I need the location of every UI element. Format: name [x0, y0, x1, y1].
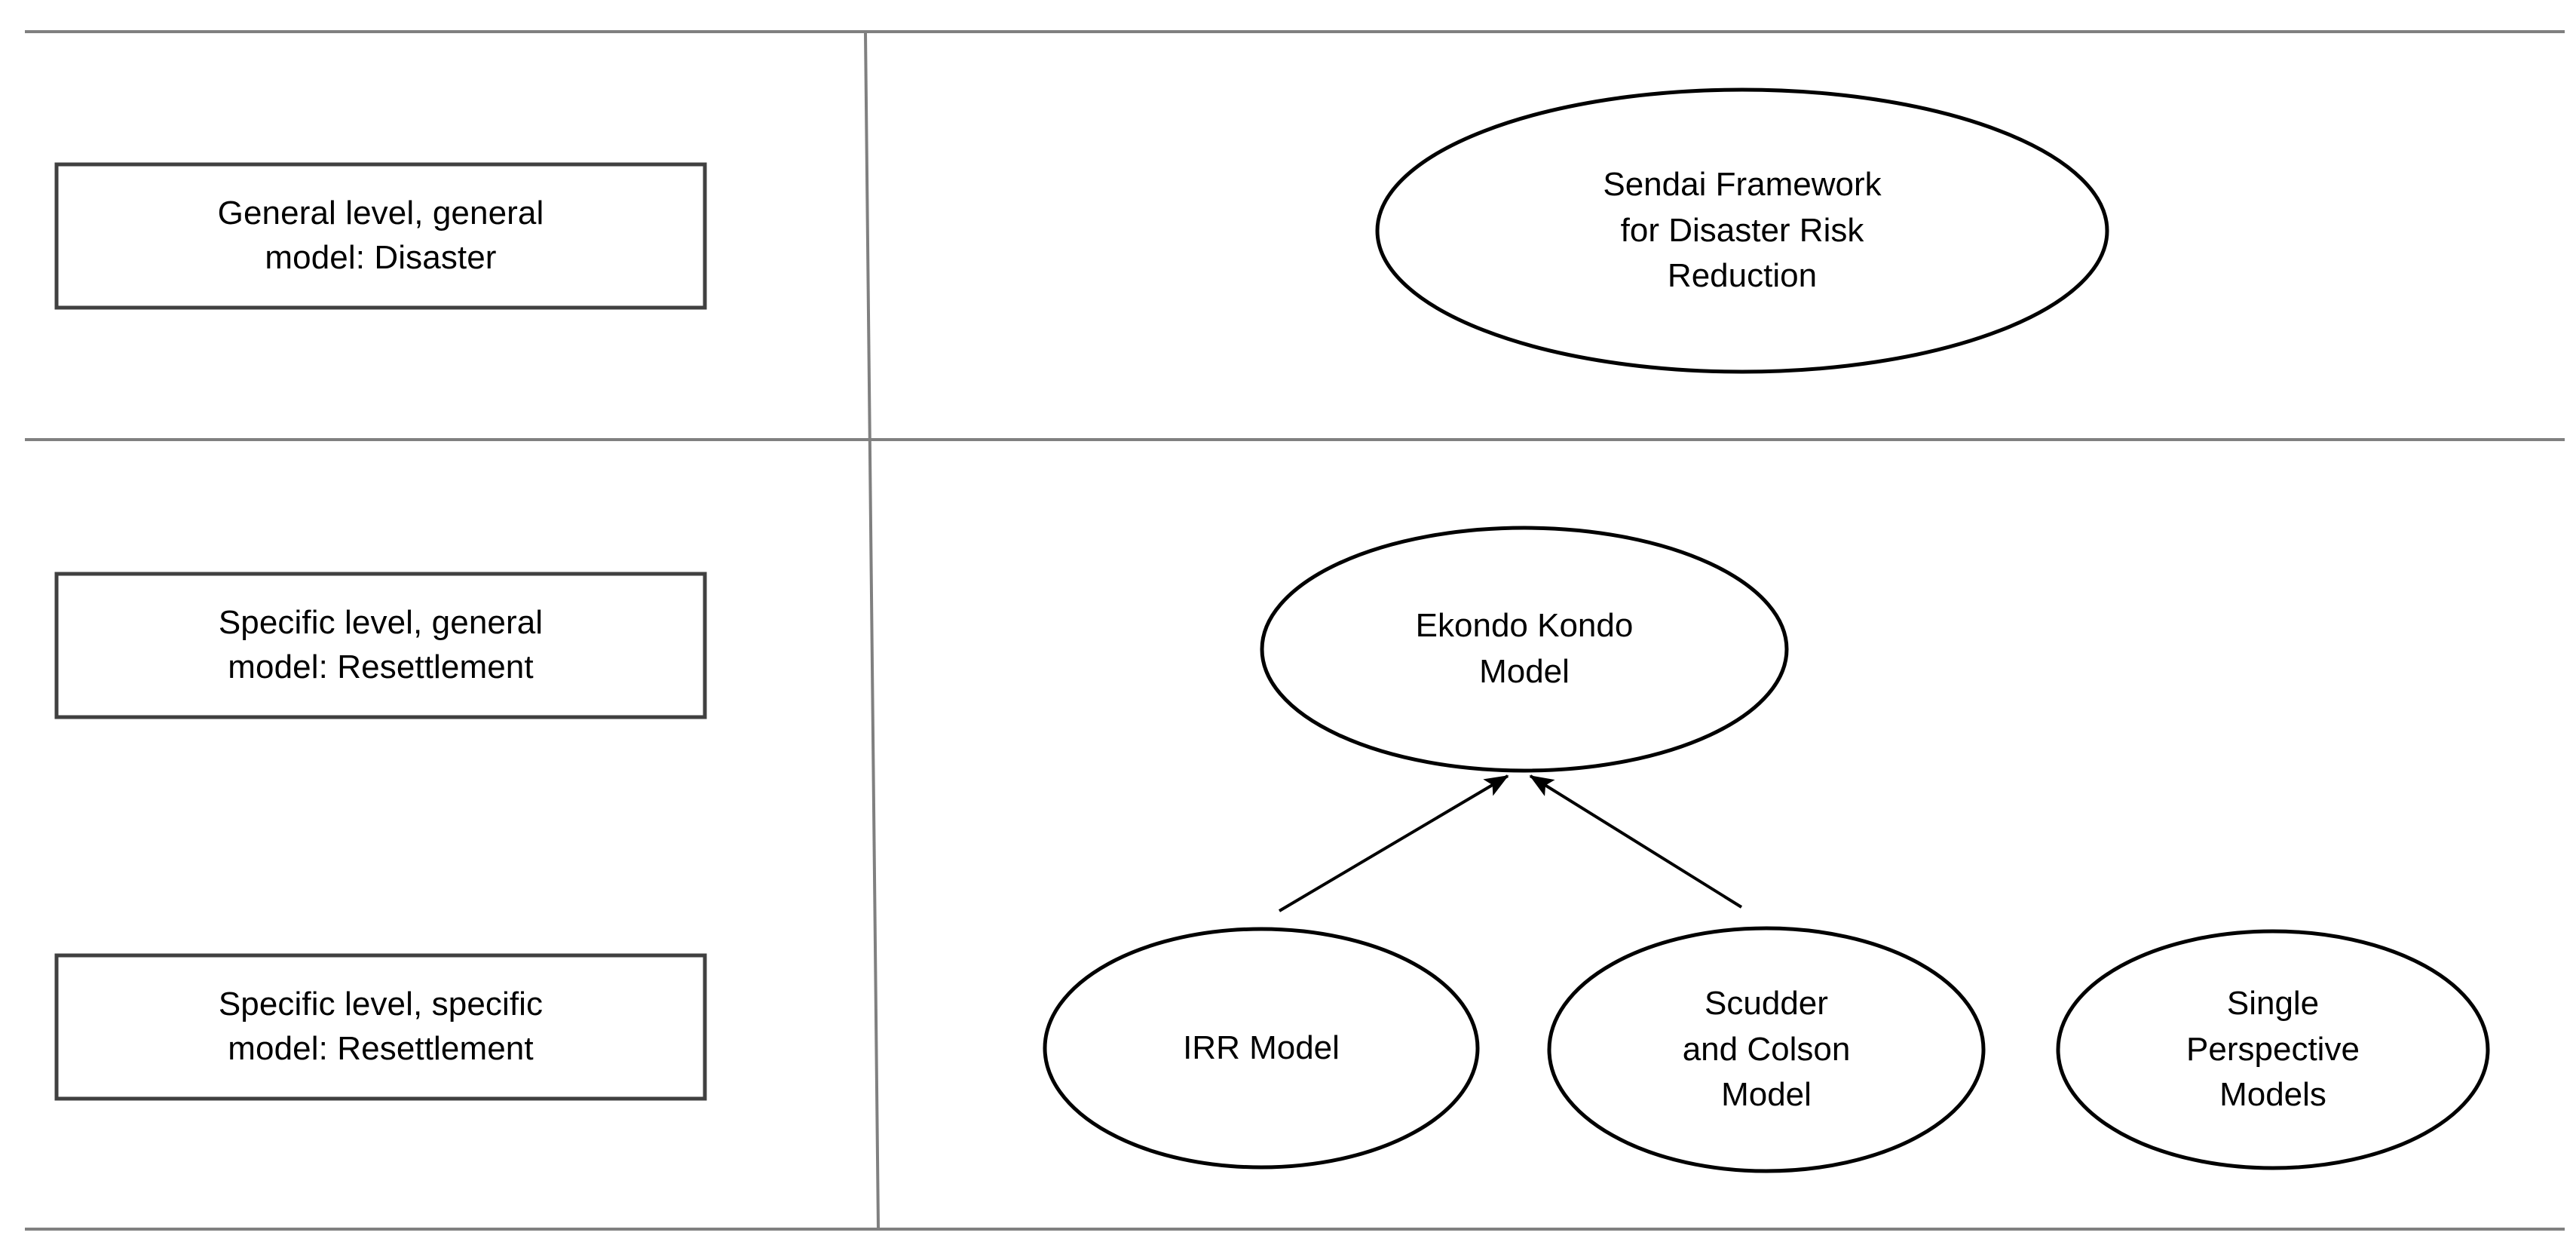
level-label-box-specific-general	[54, 572, 707, 719]
rule-vertical-divider	[864, 32, 880, 1228]
node-shapes	[1043, 87, 2490, 1173]
level-label-boxes	[54, 162, 707, 1101]
level-label-box-specific-specific	[54, 953, 707, 1101]
edge-irr-to-ekondo-kondo	[1278, 774, 1509, 912]
edge-scudder-to-ekondo-kondo	[1529, 774, 1743, 909]
level-label-box-general-general	[54, 162, 707, 310]
connector-edges	[1278, 774, 1743, 912]
node-ellipse-ekondo-kondo[interactable]	[1260, 526, 1789, 773]
node-ellipse-irr[interactable]	[1043, 927, 1480, 1170]
node-ellipse-single-perspective[interactable]	[2056, 929, 2490, 1170]
section-rules	[25, 30, 2565, 1231]
node-ellipse-scudder-colson[interactable]	[1547, 926, 1986, 1173]
node-ellipse-sendai[interactable]	[1375, 87, 2109, 374]
